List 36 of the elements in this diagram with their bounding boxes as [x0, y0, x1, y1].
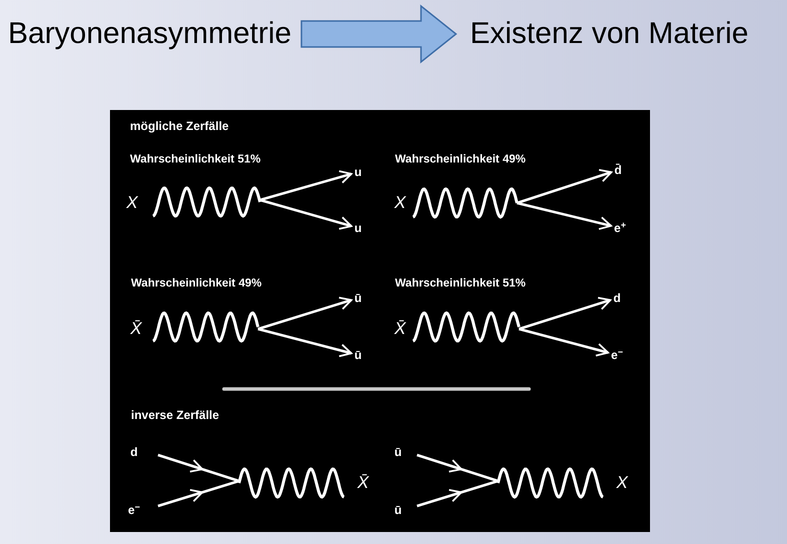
particle-symbol: X̄ — [357, 473, 369, 493]
block-arrow — [300, 4, 458, 64]
particle-label: e$^{+}$ — [613, 220, 627, 236]
arrow — [258, 328, 352, 358]
particle-symbol: X — [616, 473, 628, 493]
section-heading: inverse Zerfälle — [131, 407, 220, 424]
arrow — [516, 169, 612, 204]
particle-symbol: X — [394, 193, 406, 213]
particle-label: ū — [353, 290, 363, 306]
concept-label: Existenz von Materie — [470, 14, 748, 54]
arrow — [260, 170, 352, 202]
section-heading: mögliche Zerfälle — [130, 118, 229, 135]
concept-label: Baryonenasymmetrie — [8, 14, 292, 54]
particle-label: e$^{−}$ — [128, 502, 140, 518]
diagram-panel — [110, 110, 650, 532]
arrow — [258, 296, 352, 330]
particle-label: ū — [353, 347, 363, 363]
arrow — [518, 296, 612, 330]
particle-symbol: X̄ — [394, 319, 406, 339]
particle-symbol: X — [126, 193, 138, 213]
particle-symbol: X̄ — [130, 319, 142, 339]
arrow — [260, 198, 352, 230]
particle-label: e$^{−}$ — [610, 347, 624, 363]
particle-label: d — [130, 444, 138, 460]
arrow — [518, 328, 609, 356]
probability-label: Wahrscheinlichkeit 51% — [130, 152, 261, 168]
particle-label: d — [612, 290, 622, 306]
particle-label: u — [353, 220, 363, 236]
probability-label: Wahrscheinlichkeit 49% — [395, 152, 526, 168]
particle-label: d̄ — [613, 162, 623, 178]
particle-label: ū — [394, 502, 402, 518]
particle-label: u — [353, 164, 363, 180]
arrow — [516, 202, 612, 230]
probability-label: Wahrscheinlichkeit 49% — [131, 276, 262, 292]
probability-label: Wahrscheinlichkeit 51% — [395, 276, 526, 292]
particle-label: ū — [394, 444, 402, 460]
